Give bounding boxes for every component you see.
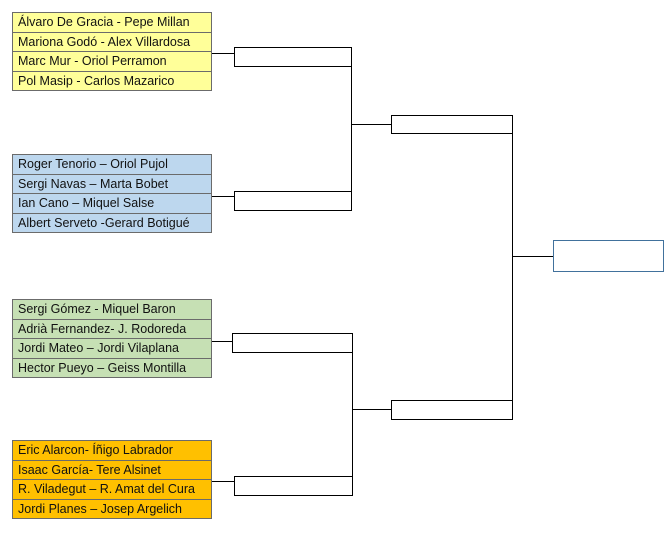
group-blue: Roger Tenorio – Oriol Pujol Sergi Navas … [12, 154, 212, 233]
team-cell: Sergi Navas – Marta Bobet [12, 173, 212, 194]
bracket-final [553, 240, 664, 272]
team-cell: Marc Mur - Oriol Perramon [12, 51, 212, 72]
connector-line [212, 341, 232, 342]
team-cell: Roger Tenorio – Oriol Pujol [12, 154, 212, 175]
team-cell: Adrià Fernandez- J. Rodoreda [12, 318, 212, 339]
bracket-slot-2 [234, 191, 352, 211]
connector-line [351, 57, 352, 201]
bracket-slot-3 [232, 333, 353, 353]
bracket-slot-1 [234, 47, 352, 67]
bracket-semifinal-1 [391, 115, 513, 134]
team-cell: Álvaro De Gracia - Pepe Millan [12, 12, 212, 33]
team-cell: Albert Serveto -Gerard Botigué [12, 212, 212, 233]
team-cell: R. Viladegut – R. Amat del Cura [12, 479, 212, 500]
team-cell: Isaac García- Tere Alsinet [12, 459, 212, 480]
team-cell: Jordi Planes – Josep Argelich [12, 498, 212, 519]
team-cell: Jordi Mateo – Jordi Vilaplana [12, 338, 212, 359]
connector-line [512, 256, 553, 257]
group-green: Sergi Gómez - Miquel Baron Adrià Fernand… [12, 299, 212, 378]
connector-line [351, 124, 391, 125]
connector-line [212, 53, 234, 54]
connector-line [512, 125, 513, 410]
connector-line [352, 409, 391, 410]
team-cell: Hector Pueyo – Geiss Montilla [12, 357, 212, 378]
connector-line [352, 343, 353, 486]
connector-line [212, 481, 234, 482]
team-cell: Sergi Gómez - Miquel Baron [12, 299, 212, 320]
team-cell: Pol Masip - Carlos Mazarico [12, 70, 212, 91]
team-cell: Ian Cano – Miquel Salse [12, 193, 212, 214]
team-cell: Eric Alarcon- Íñigo Labrador [12, 440, 212, 461]
group-orange: Eric Alarcon- Íñigo Labrador Isaac Garcí… [12, 440, 212, 519]
bracket-semifinal-2 [391, 400, 513, 420]
team-cell: Mariona Godó - Alex Villardosa [12, 31, 212, 52]
group-yellow: Álvaro De Gracia - Pepe Millan Mariona G… [12, 12, 212, 91]
connector-line [212, 196, 234, 197]
bracket-slot-4 [234, 476, 353, 496]
